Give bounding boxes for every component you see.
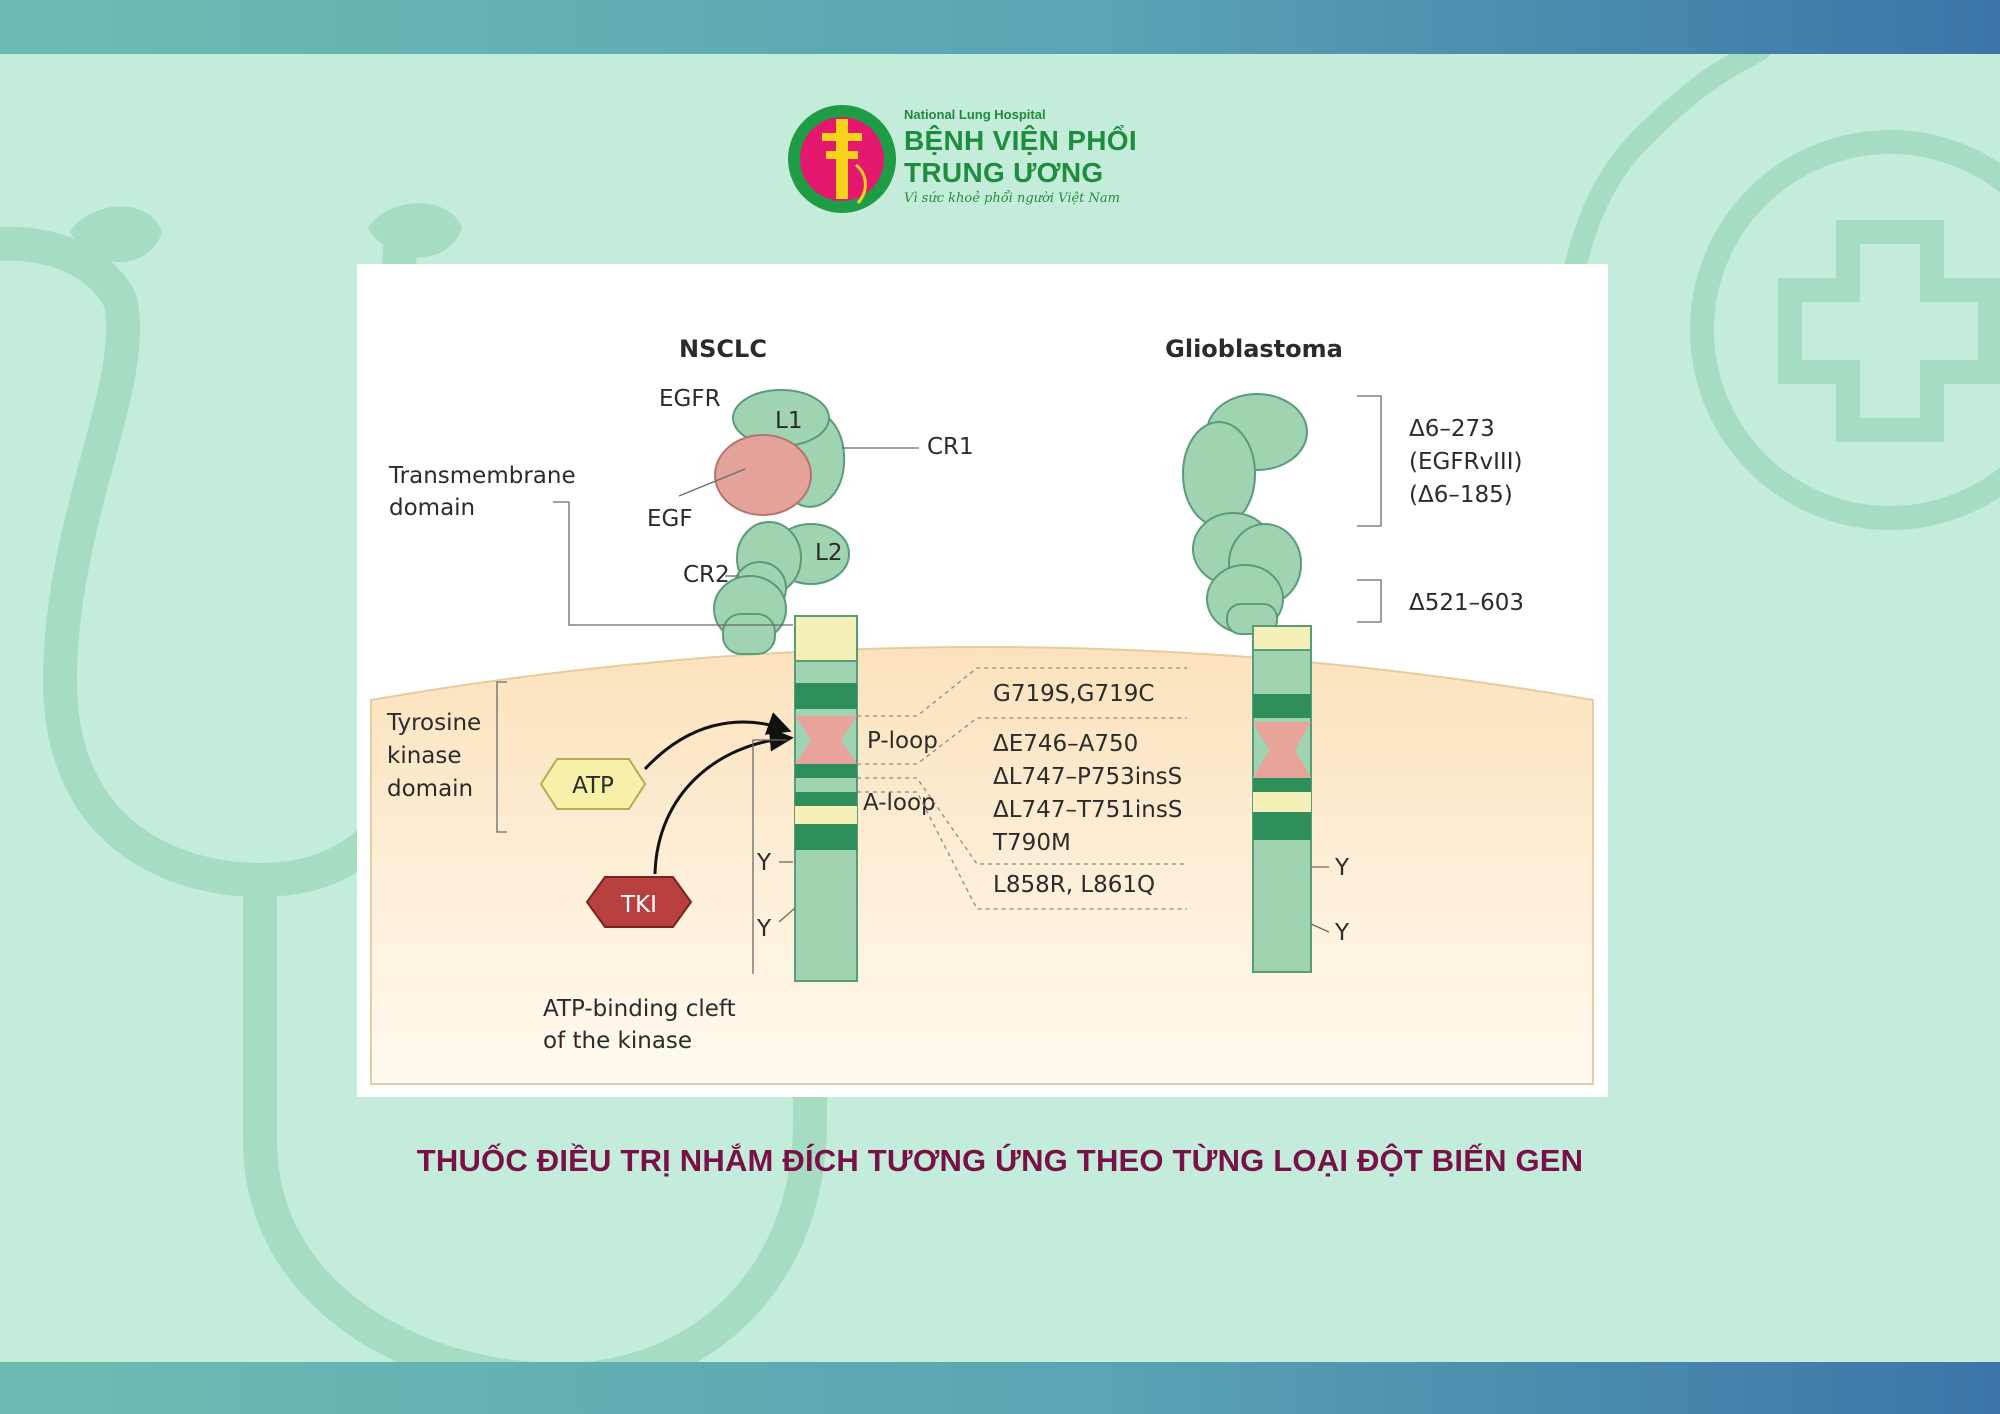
label-a-loop: A-loop xyxy=(863,790,936,816)
label-atp: ATP xyxy=(572,773,614,799)
lung-cross-logo-icon xyxy=(788,105,896,213)
hospital-logo: National Lung Hospital BỆNH VIỆN PHỔI TR… xyxy=(786,103,1146,215)
label-egf: EGF xyxy=(647,506,693,532)
glioblastoma-title: Glioblastoma xyxy=(1165,335,1343,363)
tki-arrow xyxy=(653,727,794,875)
nsclc-mutation-list: G719S,G719C ΔE746–A750 ΔL747–P753insS ΔL… xyxy=(857,667,1187,910)
label-cleft-line1: ATP-binding cleft xyxy=(543,996,736,1022)
label-cr2: CR2 xyxy=(683,562,730,588)
label-cr1: CR1 xyxy=(927,434,974,460)
egfr-diagram: NSCLC EGFR L1 CR1 EGF L2 xyxy=(370,335,1594,1085)
label-tyrosine-line2: kinase xyxy=(387,743,462,769)
glioblastoma-receptor-column xyxy=(1252,625,1312,973)
logo-name-vietnamese-line1: BỆNH VIỆN PHỔI xyxy=(904,125,1137,156)
top-banner-bar xyxy=(0,0,2000,54)
deletion-label: (EGFRvIII) xyxy=(1409,449,1522,475)
mutation-label: L858R, L861Q xyxy=(993,872,1155,898)
glioblastoma-label-y1: Y xyxy=(1334,855,1350,881)
mutation-label: ΔL747–P753insS xyxy=(993,764,1182,790)
stethoscope-earpiece-right-icon xyxy=(368,203,462,258)
logo-name-english: National Lung Hospital xyxy=(904,107,1046,122)
egfr-mutation-figure: NSCLC EGFR L1 CR1 EGF L2 xyxy=(357,264,1608,1097)
nsclc-title: NSCLC xyxy=(679,335,767,363)
label-y1: Y xyxy=(756,850,772,876)
deletion-label: (Δ6–185) xyxy=(1409,482,1513,508)
logo-name-vietnamese-line2: TRUNG ƯƠNG xyxy=(904,157,1104,188)
label-transmembrane-line2: domain xyxy=(389,495,475,521)
label-p-loop: P-loop xyxy=(867,728,938,754)
atp-arrow xyxy=(643,712,792,771)
deletion-label: Δ6–273 xyxy=(1409,416,1495,442)
deletion-label: Δ521–603 xyxy=(1409,590,1524,616)
label-l1: L1 xyxy=(775,408,802,434)
logo-slogan: Vì sức khoẻ phổi người Việt Nam xyxy=(904,191,1120,206)
atp-hexagon xyxy=(539,758,647,810)
glioblastoma-extracellular-domain xyxy=(1182,393,1308,635)
nsclc-receptor-column xyxy=(794,615,858,982)
mutation-label: ΔE746–A750 xyxy=(993,731,1138,757)
label-tyrosine-line3: domain xyxy=(387,776,473,802)
medical-cross-icon xyxy=(1690,130,2000,530)
label-egfr: EGFR xyxy=(659,386,721,412)
label-tki: TKI xyxy=(620,892,657,918)
bottom-banner-bar xyxy=(0,1362,2000,1414)
label-cleft-line2: of the kinase xyxy=(543,1028,692,1054)
glioblastoma-label-y2: Y xyxy=(1334,920,1350,946)
label-y2: Y xyxy=(756,916,772,942)
tki-hexagon xyxy=(585,876,693,928)
label-tyrosine-line1: Tyrosine xyxy=(386,710,481,736)
egf-ligand xyxy=(714,434,812,516)
label-l2: L2 xyxy=(815,540,842,566)
page-caption: THUỐC ĐIỀU TRỊ NHẮM ĐÍCH TƯƠNG ỨNG THEO … xyxy=(416,1143,1584,1178)
mutation-label: G719S,G719C xyxy=(993,681,1154,707)
label-transmembrane-line1: Transmembrane xyxy=(388,463,576,489)
mutation-label: T790M xyxy=(992,830,1071,856)
stethoscope-earpiece-left-icon xyxy=(70,206,162,262)
mutation-label: ΔL747–T751insS xyxy=(993,797,1182,823)
